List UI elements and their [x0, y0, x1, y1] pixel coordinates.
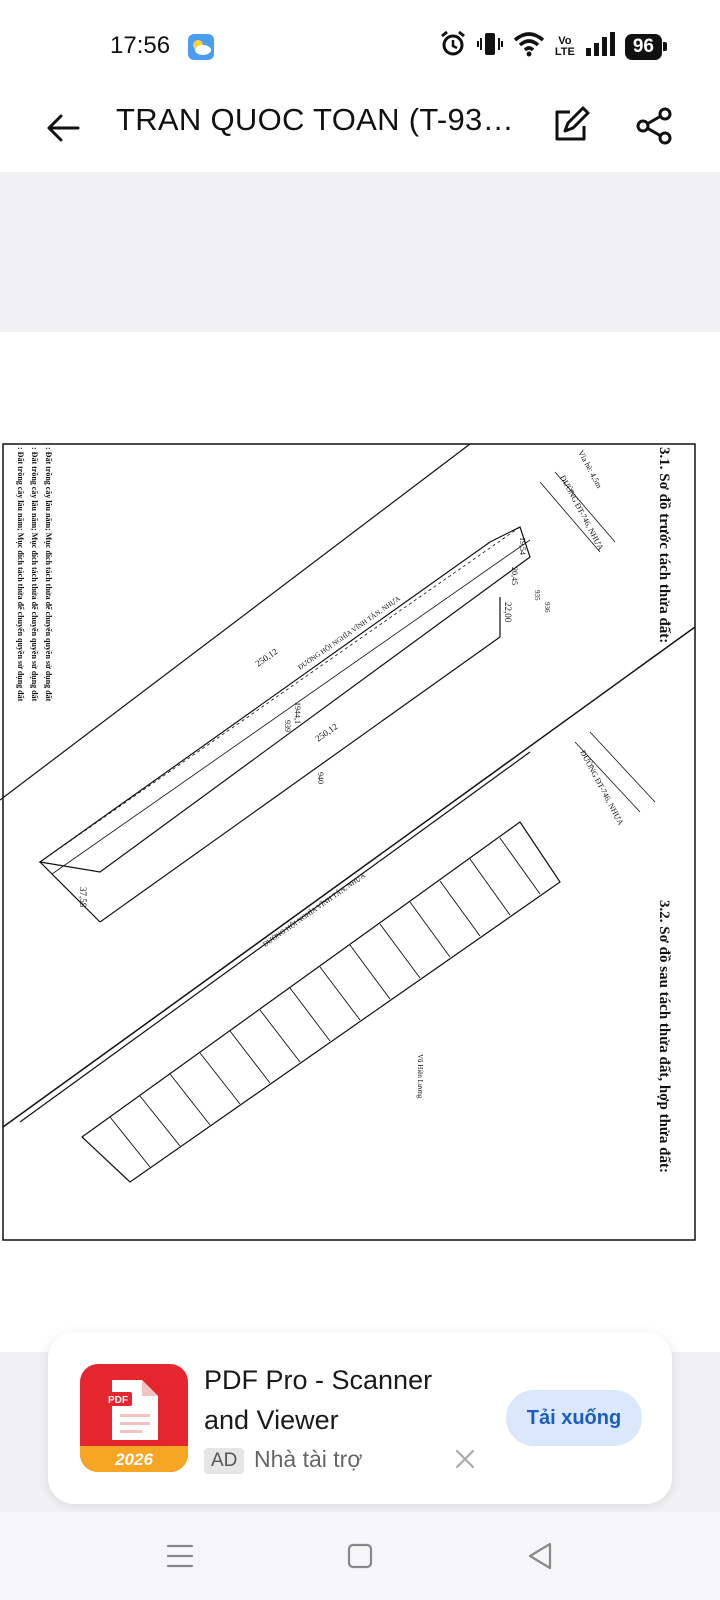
street-name-top: ĐƯỜNG HỘI NGHĨA VĨNH TÂN, NHỰA	[297, 595, 402, 672]
status-time: 17:56	[110, 32, 171, 59]
heading-after: 3.2. Sơ đồ sau tách thửa đất, hợp thửa đ…	[656, 900, 672, 1173]
legend-note-2: : Đất trồng cây lâu năm; Mục đích tách t…	[30, 447, 39, 702]
parcel-940: 940	[316, 772, 325, 784]
pdf-page[interactable]: 3.1. Sơ đồ trước tách thửa đất: 3.2. Sơ …	[0, 332, 720, 1352]
dimension-corner: 20,45	[510, 567, 519, 585]
dimension-side: 37,58	[78, 887, 88, 908]
edit-icon[interactable]	[548, 104, 592, 148]
ad-app-name[interactable]: PDF Pro - Scanner and Viewer	[204, 1365, 433, 1435]
pdf-app-icon[interactable]: PDF 2026	[80, 1364, 188, 1472]
dimension-top: 19,54	[518, 537, 527, 555]
parcel-area: 1944,1	[293, 702, 302, 724]
legend-note-1: : Đất trồng cây lâu năm; Mục đích tách t…	[44, 447, 53, 702]
street-name-bottom: ĐƯỜNG HỘI NGHĨA VĨNH TÂN, NHỰA	[262, 872, 367, 949]
volte-bottom: LTE	[554, 45, 575, 58]
road-label-bottom: ĐƯỜNG ĐT-746, NHỰA	[578, 748, 626, 827]
document-margin-top	[0, 172, 720, 332]
parcel-936: 936	[543, 602, 551, 613]
app-bar: TRAN QUOC TOAN (T-939)...	[0, 92, 720, 172]
back-arrow-icon[interactable]	[42, 106, 86, 150]
legend-note-3: : Đất trồng cây lâu năm; Mục đích tách t…	[16, 447, 25, 702]
vibrate-icon	[476, 30, 503, 63]
document-title: TRAN QUOC TOAN (T-939)...	[116, 102, 526, 137]
download-button[interactable]: Tải xuống	[506, 1390, 642, 1446]
ad-sponsor-label: Nhà tài trợ	[254, 1446, 363, 1472]
wifi-icon	[513, 31, 545, 62]
battery-indicator: 96	[624, 33, 668, 60]
parcel-935: 935	[533, 590, 541, 601]
alarm-icon	[439, 30, 467, 63]
owner-label: Vũ Hiền Lương	[416, 1054, 424, 1099]
menu-icon[interactable]	[158, 1534, 202, 1578]
land-parcel-plan: 3.1. Sơ đồ trước tách thửa đất: 3.2. Sơ …	[0, 443, 696, 1241]
dimension-long-top: 250,12	[253, 646, 279, 668]
dimension-long-bottom: 250,12	[313, 721, 339, 743]
close-icon[interactable]	[452, 1446, 478, 1472]
status-bar: 17:56	[0, 0, 720, 92]
back-icon[interactable]	[518, 1534, 562, 1578]
ad-badge: AD	[204, 1448, 245, 1474]
parcel-939: 939	[283, 720, 292, 732]
pdf-icon-year: 2026	[114, 1450, 153, 1469]
sidewalk-label: Vỉa hè: 4,5m	[576, 449, 604, 491]
ad-banner[interactable]: PDF 2026 PDF Pro - Scanner and Viewer AD…	[48, 1332, 672, 1504]
home-icon[interactable]	[338, 1534, 382, 1578]
system-nav-bar	[0, 1512, 720, 1600]
volte-indicator: Vo LTE	[554, 34, 575, 58]
share-icon[interactable]	[632, 104, 676, 148]
signal-icon	[585, 31, 615, 62]
weather-icon	[188, 34, 214, 60]
heading-before: 3.1. Sơ đồ trước tách thửa đất:	[656, 447, 672, 643]
dimension-short: 22,00	[503, 602, 513, 623]
status-icons: Vo LTE 96	[439, 30, 668, 63]
pdf-icon-label: PDF	[108, 1395, 128, 1406]
volte-top: Vo	[558, 34, 572, 47]
